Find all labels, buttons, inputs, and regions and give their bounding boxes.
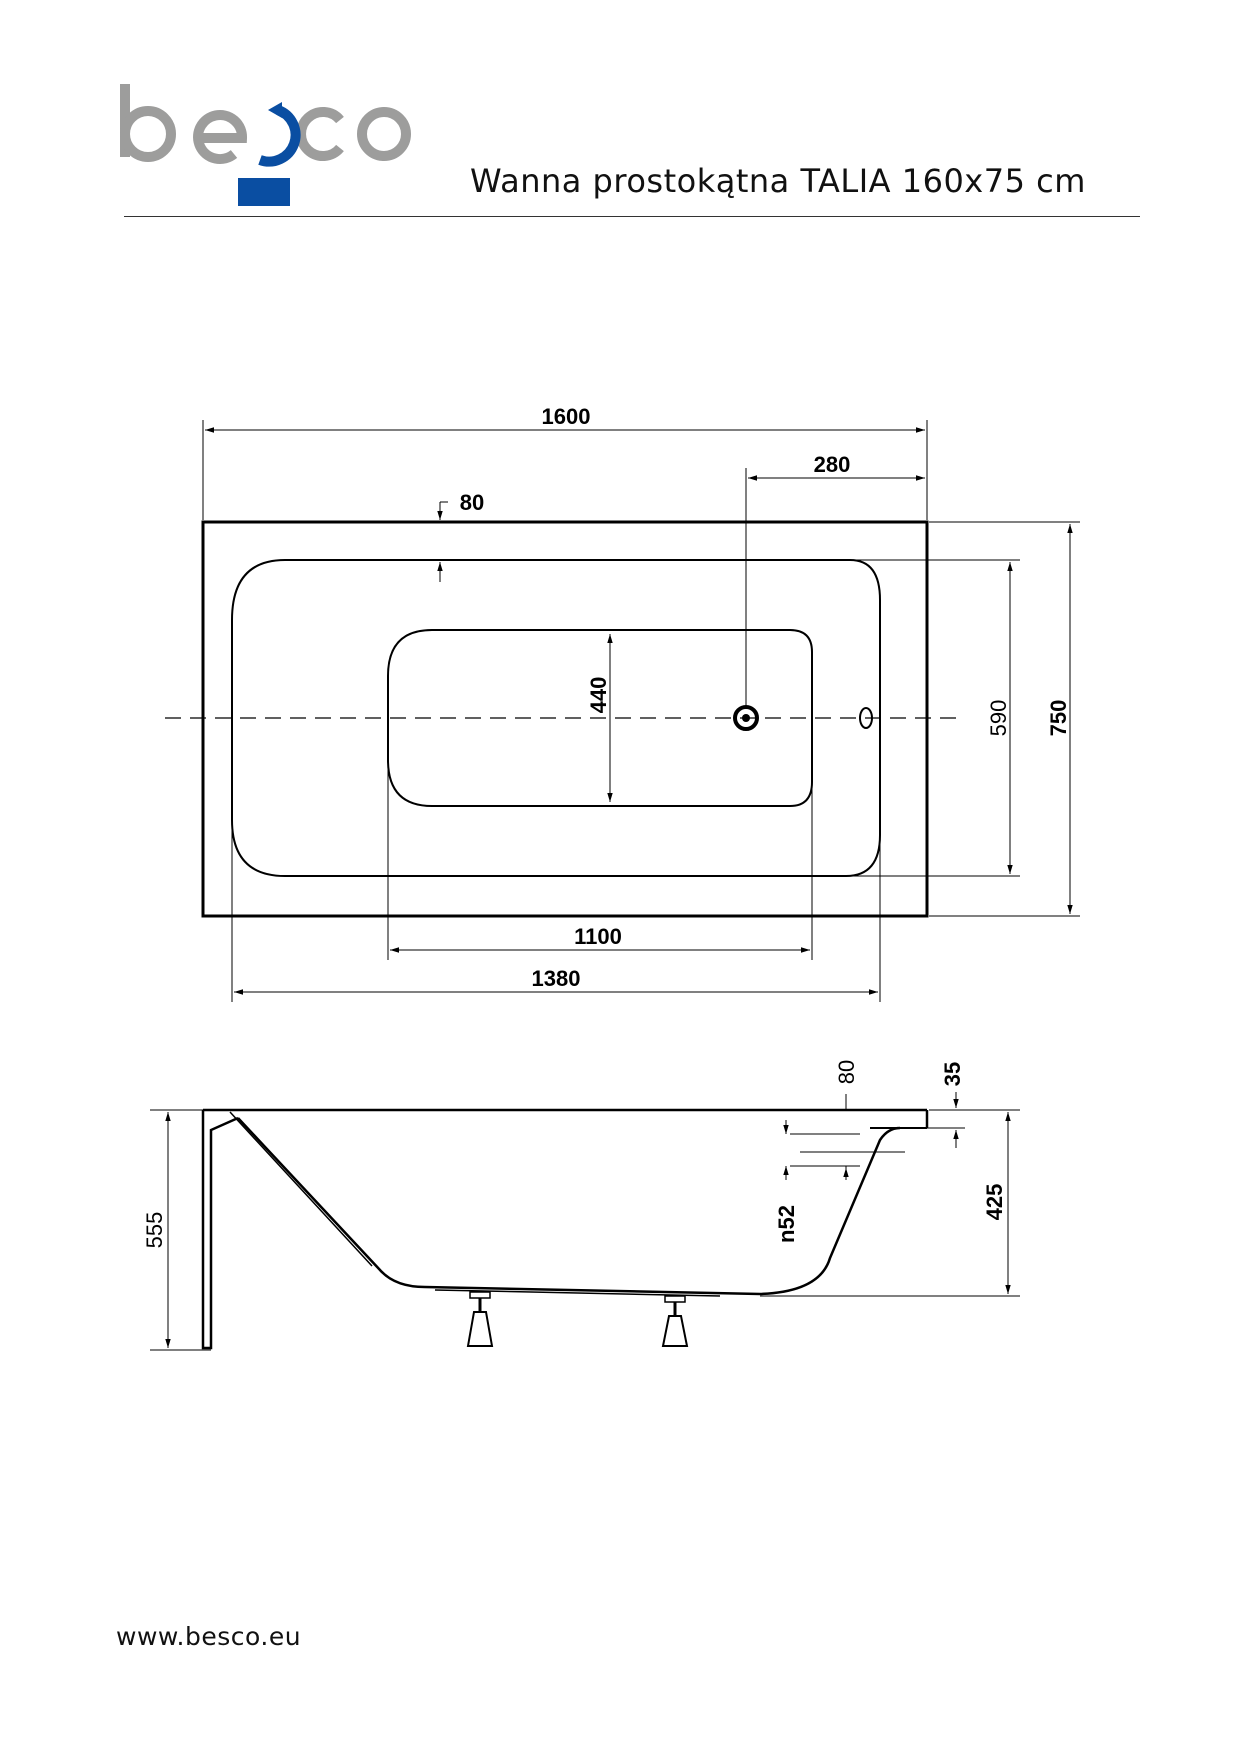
dim-length: 1600 [542, 404, 591, 429]
top-view [165, 420, 1080, 1002]
header-divider [124, 216, 1140, 217]
page-title: Wanna prostokątna TALIA 160x75 cm [470, 162, 1086, 200]
dim-width: 750 [1046, 700, 1071, 737]
dim-basin-length: 1380 [532, 966, 581, 991]
dim-rim-thickness: 35 [940, 1062, 965, 1086]
dim-inner-width: 440 [586, 677, 611, 714]
foot-right [661, 1295, 689, 1347]
dim-basin-width: 590 [986, 700, 1011, 737]
tub-outline [201, 520, 929, 918]
end-panel [201, 1110, 239, 1350]
basin-bottom-outline [387, 629, 813, 807]
footer-website[interactable]: www.besco.eu [116, 1622, 302, 1651]
overflow-symbol [859, 707, 873, 729]
dim-inner-length: 1100 [574, 924, 622, 949]
tub-shell [237, 1117, 901, 1296]
dim-depth: 425 [982, 1184, 1007, 1221]
dim-overflow-offset: 80 [834, 1060, 859, 1084]
dim-drain-offset: 280 [814, 452, 851, 477]
besco-logo [120, 84, 411, 206]
foot-left [466, 1291, 494, 1347]
basin-outline [231, 559, 881, 877]
dim-overflow-diameter: n52 [774, 1205, 799, 1243]
dim-height: 555 [142, 1212, 167, 1249]
dim-rim: 80 [460, 490, 484, 515]
side-view [150, 1092, 1020, 1351]
